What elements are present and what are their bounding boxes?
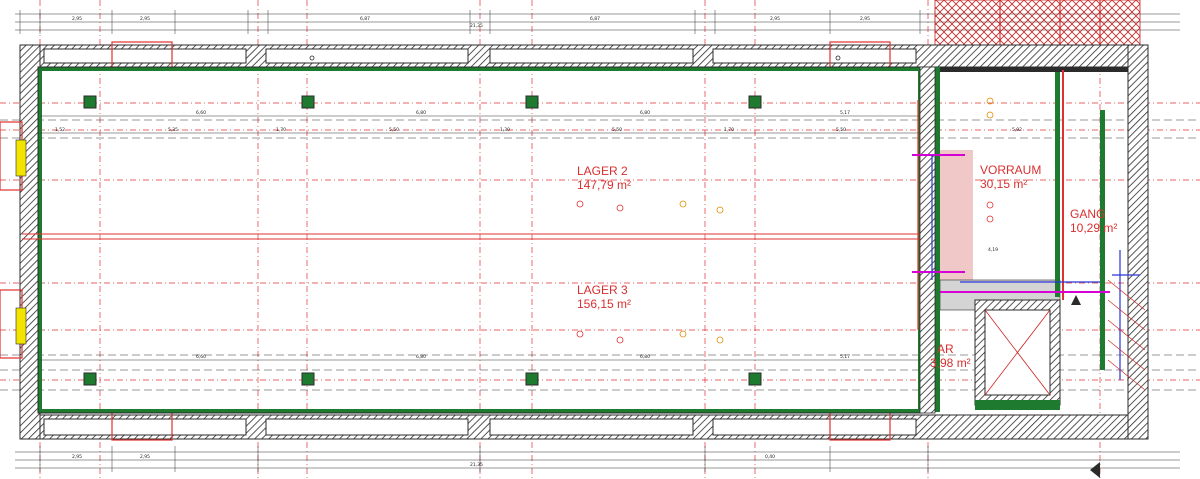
dim-row-8: 5,50	[836, 127, 846, 133]
dim-top-2: 2,95	[140, 16, 150, 22]
dim-row-7: 1,70	[724, 127, 734, 133]
dim-bottom-row-3: 6,80	[640, 354, 650, 360]
room-name-ar: AR	[937, 342, 954, 356]
room-area-lager-3: 156,15 m²	[577, 297, 631, 311]
dim-top-1: 2,95	[72, 16, 82, 22]
dim-span-2: 6,80	[416, 110, 426, 116]
annex-magenta-lines	[912, 154, 1110, 293]
dim-top-3: 6,87	[360, 16, 370, 22]
hall-dimension-row	[40, 115, 920, 361]
dim-bottom-3: 21,35	[470, 462, 483, 468]
annex-blue-lines	[931, 155, 1140, 380]
dim-bottom-4: 0,40	[765, 454, 775, 460]
level-markers	[576, 97, 994, 344]
windows	[0, 41, 891, 441]
dim-top-5: 6,87	[590, 16, 600, 22]
dim-top-4: 21,35	[470, 23, 483, 29]
dim-row-9: 5,92	[1012, 127, 1022, 133]
dim-span-3: 6,80	[640, 110, 650, 116]
arrow-marker-icon	[1090, 462, 1100, 478]
dimension-chain-bottom	[15, 446, 1180, 472]
dim-row-1: 1,52	[55, 127, 65, 133]
dim-bottom-2: 2,95	[140, 454, 150, 460]
outer-dimension-labels-bottom: 2,95 2,95 21,35 0,40	[72, 454, 775, 468]
room-area-gang: 10,29 m²	[1070, 221, 1117, 235]
left-window-shading	[15, 139, 27, 345]
room-area-ar: 3,98 m²	[930, 356, 971, 370]
hall-dimension-labels: 1,52 5,35 1,70 5,50 1,30 5,50 1,70 5,50 …	[55, 110, 1022, 360]
room-name-vorraum: VORRAUM	[980, 163, 1041, 177]
dim-span-4: 5,17	[840, 110, 850, 116]
dim-row-6: 5,50	[612, 127, 622, 133]
dim-bottom-1: 2,95	[72, 454, 82, 460]
dim-row-2: 5,35	[168, 127, 178, 133]
room-name-lager-2: LAGER 2	[577, 164, 628, 178]
dim-top-7: 2,95	[860, 16, 870, 22]
room-name-gang: GANG	[1070, 207, 1105, 221]
dim-bottom-row-4: 5,17	[840, 354, 850, 360]
dim-span-1: 6,60	[196, 110, 206, 116]
storage-divider	[22, 233, 920, 240]
dim-vorraum-width: 4,19	[988, 247, 998, 253]
room-area-lager-2: 147,79 m²	[577, 178, 631, 192]
dim-top-6: 2,95	[770, 16, 780, 22]
dim-row-4: 5,50	[389, 127, 399, 133]
dim-row-3: 1,70	[276, 127, 286, 133]
dim-bottom-row-2: 6,80	[416, 354, 426, 360]
outer-dimension-labels-top: 2,95 2,95 6,87 21,35 6,87 2,95 2,95	[72, 16, 870, 29]
dim-row-5: 1,30	[500, 127, 510, 133]
arrow-up-icon	[1071, 295, 1081, 305]
columns	[83, 95, 762, 386]
room-area-vorraum: 30,15 m²	[980, 177, 1027, 191]
wall-openings	[43, 48, 917, 436]
room-name-lager-3: LAGER 3	[577, 283, 628, 297]
right-stair-hatching	[1107, 279, 1146, 391]
annex	[917, 66, 1128, 414]
dim-bottom-row-1: 6,60	[196, 354, 206, 360]
room-labels: LAGER 2 147,79 m² LAGER 3 156,15 m² VORR…	[577, 163, 1117, 370]
top-wall-markers	[309, 55, 841, 61]
